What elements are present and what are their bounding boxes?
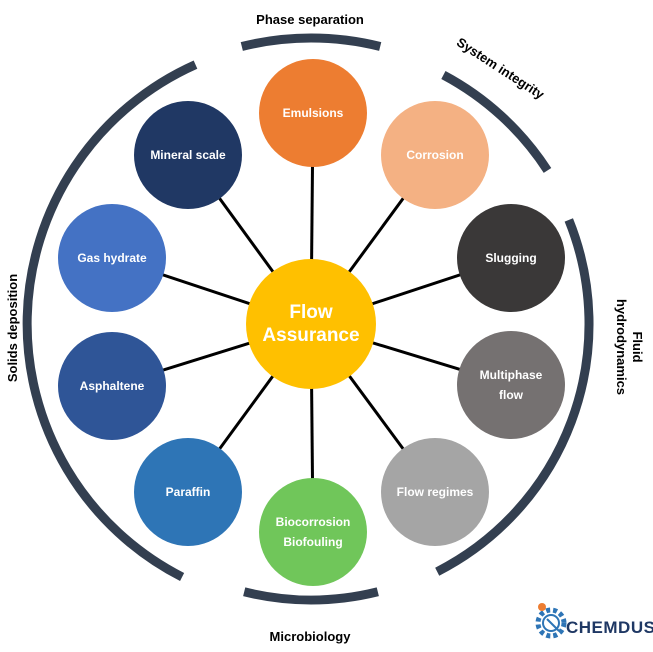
- node-circle-slugging: [457, 204, 565, 312]
- gear-icon: [535, 603, 567, 639]
- node-circle-asphaltene: [58, 332, 166, 440]
- node-flow-regimes: Flow regimes: [381, 438, 489, 546]
- arc-system-integrity: [441, 71, 552, 173]
- node-gas-hydrate: Gas hydrate: [58, 204, 166, 312]
- category-label-microbiology: Microbiology: [270, 629, 352, 644]
- node-circle-emulsions: [259, 59, 367, 167]
- node-circle-corrosion: [381, 101, 489, 209]
- node-label-flow-regimes-1: Flow regimes: [397, 485, 474, 499]
- node-slugging: Slugging: [457, 204, 565, 312]
- node-label-corrosion-1: Corrosion: [406, 148, 463, 162]
- logo-text: CHEMDUSTRY: [566, 618, 653, 637]
- node-circle-bio: [259, 478, 367, 586]
- arc-solids-deposition: [22, 60, 198, 582]
- chemdustry-logo: CHEMDUSTRY: [535, 603, 653, 639]
- node-emulsions: Emulsions: [259, 59, 367, 167]
- node-label-multiphase-1: Multiphase: [480, 368, 543, 382]
- node-circle-mineral-scale: [134, 101, 242, 209]
- node-label-paraffin-1: Paraffin: [166, 485, 211, 499]
- arc-phase-separation: [240, 33, 382, 51]
- node-label-emulsions-1: Emulsions: [283, 106, 344, 120]
- node-label-bio-2: Biofouling: [283, 535, 342, 549]
- node-label-asphaltene-1: Asphaltene: [80, 379, 145, 393]
- center-node: Flow Assurance: [246, 259, 376, 389]
- arc-fluid-hydrodynamics: [435, 218, 594, 576]
- node-corrosion: Corrosion: [381, 101, 489, 209]
- center-label-line-2: Assurance: [262, 325, 359, 346]
- node-asphaltene: Asphaltene: [58, 332, 166, 440]
- node-multiphase: Multiphase flow: [457, 331, 565, 439]
- node-circle-gas-hydrate: [58, 204, 166, 312]
- node-mineral-scale: Mineral scale: [134, 101, 242, 209]
- node-circle-flow-regimes: [381, 438, 489, 546]
- node-label-multiphase-2: flow: [499, 388, 524, 402]
- center-circle: [246, 259, 376, 389]
- node-label-bio-1: Biocorrosion: [276, 515, 351, 529]
- node-label-slugging-1: Slugging: [485, 251, 536, 265]
- node-circle-paraffin: [134, 438, 242, 546]
- arc-microbiology: [243, 587, 379, 605]
- category-arcs: [22, 33, 594, 605]
- center-label-line-1: Flow: [289, 302, 332, 323]
- node-label-mineral-scale-1: Mineral scale: [150, 148, 226, 162]
- category-label-solids-deposition: Solids deposition: [5, 274, 20, 382]
- category-label-phase-separation: Phase separation: [256, 12, 364, 27]
- category-label-fluid-hydrodynamics: Fluid hydrodynamics: [614, 299, 645, 395]
- node-label-gas-hydrate-1: Gas hydrate: [77, 251, 147, 265]
- node-paraffin: Paraffin: [134, 438, 242, 546]
- node-circle-multiphase: [457, 331, 565, 439]
- category-label-fluid-line-1: Fluid: [630, 331, 645, 362]
- category-label-fluid-line-2: hydrodynamics: [614, 299, 629, 395]
